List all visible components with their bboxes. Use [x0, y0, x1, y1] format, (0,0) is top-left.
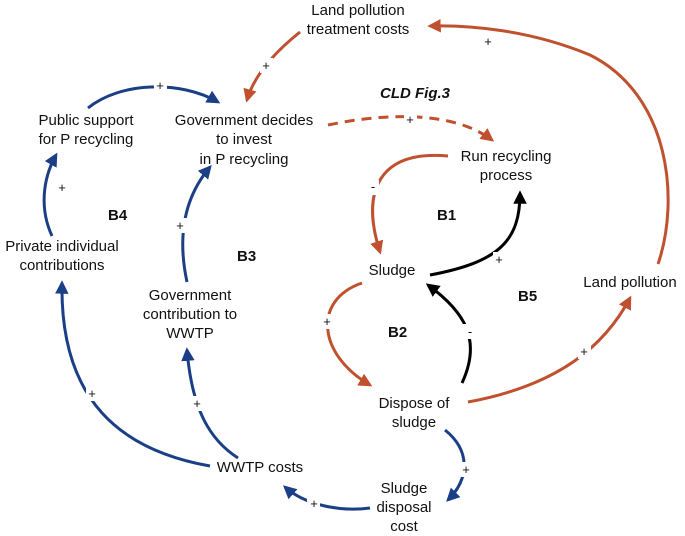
edge-sludge-to-dispose	[326, 281, 373, 387]
node-line: Sludge	[369, 262, 416, 279]
node-sludge: Sludge	[369, 262, 416, 279]
polarity-label: +	[58, 180, 66, 195]
polarity-label: -	[371, 179, 375, 194]
edge-run-to-sludge	[370, 153, 449, 255]
edge-private-to-public	[42, 152, 58, 237]
polarity-label: +	[495, 252, 503, 267]
node-sludge-disposal-cost: Sludge disposal cost	[376, 480, 431, 535]
node-line: sludge	[392, 414, 436, 431]
node-line: contributions	[19, 257, 104, 274]
polarity-gov-to-run: +	[404, 112, 417, 127]
loop-label-b2: B2	[388, 324, 407, 341]
polarity-dispose-to-land: +	[578, 344, 591, 359]
polarity-costs-to-gov: +	[260, 58, 273, 73]
node-line: Sludge	[381, 480, 428, 497]
polarity-label: +	[88, 386, 96, 401]
node-line: Government	[149, 287, 232, 304]
polarity-label: +	[262, 58, 270, 73]
polarity-sludge-to-run: +	[493, 252, 506, 267]
edge-sdc-to-wwtp	[282, 485, 371, 511]
polarity-run-to-sludge: -	[366, 179, 379, 195]
node-line: Land pollution	[583, 274, 676, 291]
polarity-label: +	[323, 314, 331, 329]
node-line: Run recycling	[461, 148, 552, 165]
edge-sludge-to-run	[429, 190, 527, 277]
polarity-land-to-costs: +	[482, 34, 495, 49]
diagram-title: CLD Fig.3	[380, 85, 451, 102]
polarity-private-to-public: +	[56, 180, 69, 195]
node-line: cost	[390, 518, 418, 535]
polarity-label: +	[484, 34, 492, 49]
loop-label-b1: B1	[437, 207, 456, 224]
polarity-label: +	[580, 344, 588, 359]
node-line: contribution to	[143, 306, 237, 323]
edge-dispose-to-land	[467, 295, 632, 404]
edge-wwtp-to-private	[55, 280, 211, 468]
node-line: WWTP	[166, 325, 213, 342]
node-line: in P recycling	[200, 151, 289, 168]
node-public-support: Public support for P recycling	[38, 112, 134, 148]
node-line: treatment costs	[307, 21, 410, 38]
node-dispose-of-sludge: Dispose of sludge	[379, 395, 451, 431]
polarity-public-to-gov: +	[154, 78, 167, 93]
polarity-govcontrib-to-gov: +	[174, 218, 187, 233]
node-line: Public support	[38, 112, 134, 129]
node-land-pollution: Land pollution	[583, 274, 676, 291]
polarity-label: +	[406, 112, 414, 127]
edge-wwtp-to-govcontrib	[181, 347, 239, 460]
polarity-wwtp-to-govcontrib: +	[191, 396, 204, 411]
polarity-label: +	[176, 218, 184, 233]
edge-land-to-costs	[427, 18, 670, 265]
node-line: Dispose of	[379, 395, 451, 412]
node-line: Government decides	[175, 112, 313, 129]
node-wwtp-costs: WWTP costs	[217, 459, 303, 476]
node-private-individual-contributions: Private individual contributions	[5, 238, 118, 274]
polarity-dispose-to-sdc: +	[460, 462, 473, 477]
polarity-label: +	[193, 396, 201, 411]
polarity-label: -	[468, 324, 472, 339]
polarity-label: +	[310, 496, 318, 511]
node-government-decides-to-invest: Government decides to invest in P recycl…	[175, 112, 313, 168]
node-land-pollution-treatment-costs: Land pollution treatment costs	[307, 2, 410, 38]
node-line: for P recycling	[39, 131, 134, 148]
edge-public-to-gov	[87, 85, 221, 110]
polarity-sdc-to-wwtp: +	[307, 496, 320, 511]
node-line: disposal	[376, 499, 431, 516]
node-run-recycling-process: Run recycling process	[461, 148, 552, 184]
node-line: WWTP costs	[217, 459, 303, 476]
loop-label-b5: B5	[518, 288, 537, 305]
node-line: Land pollution	[311, 2, 404, 19]
edge-costs-to-gov	[243, 30, 301, 103]
polarity-label: +	[156, 78, 164, 93]
node-government-contribution-wwtp: Government contribution to WWTP	[143, 287, 237, 342]
loop-label-b4: B4	[108, 207, 128, 224]
polarity-dispose-to-sludge: -	[463, 324, 476, 339]
edge-gov-to-run	[327, 115, 495, 142]
node-line: Private individual	[5, 238, 118, 255]
polarity-wwtp-to-private: +	[86, 386, 99, 401]
node-line: process	[480, 167, 533, 184]
node-line: to invest	[216, 131, 273, 148]
loop-label-b3: B3	[237, 248, 256, 265]
polarity-sludge-to-dispose: +	[321, 314, 334, 329]
polarity-label: +	[462, 462, 470, 477]
